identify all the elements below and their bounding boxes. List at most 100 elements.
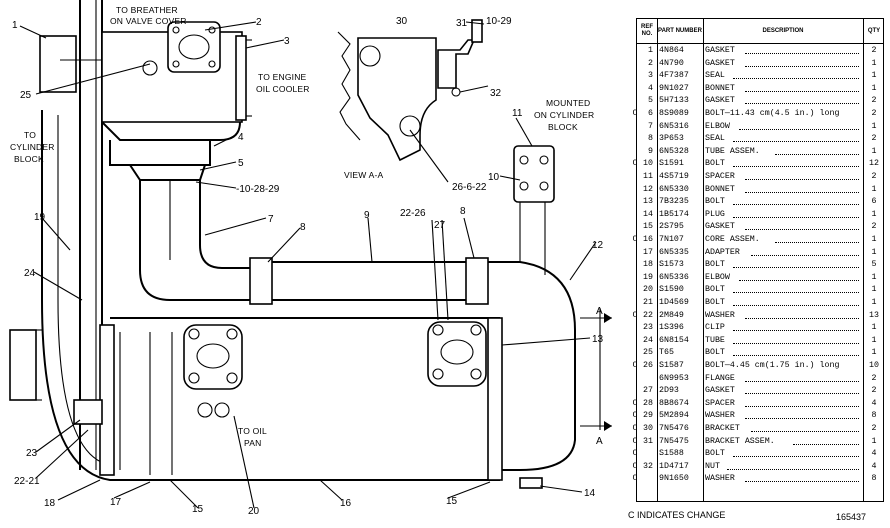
to-breather-line1: TO BREATHER <box>116 5 178 15</box>
ref-no: 28 <box>643 398 653 408</box>
description: BOLT <box>705 298 725 307</box>
callout-15a: 15 <box>192 504 204 515</box>
leader-dots <box>733 305 859 306</box>
description: GASKET <box>705 96 735 106</box>
description: BRACKET <box>705 424 740 433</box>
quantity: 4 <box>871 398 877 408</box>
leader-dots <box>733 78 859 80</box>
description: CORE ASSEM. <box>705 235 760 244</box>
change-flag: C <box>632 159 638 169</box>
callout-32: 32 <box>490 88 502 99</box>
quantity: 2 <box>871 109 877 118</box>
quantity: 12 <box>869 159 879 169</box>
part-number: 3P653 <box>659 134 684 144</box>
description: BOLT <box>705 285 725 295</box>
description: TUBE ASSEM. <box>705 146 760 156</box>
mounted-line2: ON CYLINDER <box>534 110 594 120</box>
leader-dots <box>745 53 859 54</box>
parts-table-header: REF NO. PART NUMBER DESCRIPTION QTY <box>637 19 883 44</box>
description: TUBE <box>705 335 725 345</box>
ref-no: 2 <box>648 58 653 68</box>
quantity: 8 <box>871 474 877 484</box>
part-number: 9N1027 <box>659 83 689 93</box>
quantity: 2 <box>871 424 877 433</box>
callout-10-29: 10-29 <box>486 16 512 27</box>
change-flag: C <box>632 449 638 459</box>
part-number: 6N5316 <box>659 121 689 131</box>
change-flag: C <box>632 424 638 433</box>
mounted-line3: BLOCK <box>548 122 578 132</box>
leader-lines <box>19 21 597 509</box>
ref-no: 13 <box>643 197 653 207</box>
tube-assem-9 <box>249 257 489 305</box>
description: SPACER <box>705 172 735 181</box>
ref-no: 3 <box>648 71 653 81</box>
callout-22-21: 22-21 <box>14 476 40 487</box>
ref-no: 5 <box>648 96 653 106</box>
quantity: 1 <box>871 323 877 333</box>
description: GASKET <box>705 46 735 55</box>
description: FLANGE <box>705 373 735 383</box>
leader-dots <box>733 292 859 294</box>
leader-dots <box>733 342 859 344</box>
callout-19: 19 <box>34 212 46 223</box>
callout-24: 24 <box>24 268 36 279</box>
change-flag: C <box>632 461 638 471</box>
leader-dots <box>745 393 859 395</box>
callout-4: 4 <box>238 132 244 143</box>
quantity: 1 <box>871 121 877 131</box>
plug-14 <box>519 477 543 489</box>
callout-8a: 8 <box>300 222 306 233</box>
part-number: 6N5330 <box>659 184 689 194</box>
part-number: 4N790 <box>659 58 684 68</box>
description: WASHER <box>705 310 735 320</box>
part-number: 8S9089 <box>659 109 689 118</box>
part-number: S1590 <box>659 285 684 295</box>
description: ADAPTER <box>705 247 740 257</box>
to-engine-line2: OIL COOLER <box>256 84 310 94</box>
leader-dots <box>751 431 859 432</box>
callout-7: 7 <box>268 214 274 225</box>
ref-no: 4 <box>648 83 653 93</box>
leader-dots <box>745 229 859 231</box>
view-aa-label: VIEW A-A <box>344 170 384 180</box>
ref-no: 21 <box>643 298 653 307</box>
leader-dots <box>733 141 859 143</box>
description: BOLT <box>705 260 725 270</box>
callout-27: 27 <box>434 220 446 231</box>
quantity: 5 <box>871 260 877 270</box>
leader-dots <box>775 242 859 243</box>
to-oil-pan-line2: PAN <box>244 438 261 448</box>
quantity: 2 <box>871 96 877 106</box>
part-number: 5H7133 <box>659 96 689 106</box>
leader-dots <box>733 456 859 458</box>
callout-15b: 15 <box>446 496 458 507</box>
to-engine-line1: TO ENGINE <box>258 72 307 82</box>
callout-17: 17 <box>110 497 122 508</box>
description: CLIP <box>705 323 725 333</box>
description: BOLT <box>705 197 725 207</box>
ref-no: 11 <box>643 172 653 181</box>
description: WASHER <box>705 411 735 421</box>
part-number: 1B5174 <box>659 209 689 219</box>
part-number: S1588 <box>659 449 684 459</box>
part-number: 7N107 <box>659 235 684 244</box>
part-number: 5M2894 <box>659 411 689 421</box>
description: SPACER <box>705 398 735 408</box>
description: PLUG <box>705 209 725 219</box>
ref-no: 1 <box>648 46 653 55</box>
